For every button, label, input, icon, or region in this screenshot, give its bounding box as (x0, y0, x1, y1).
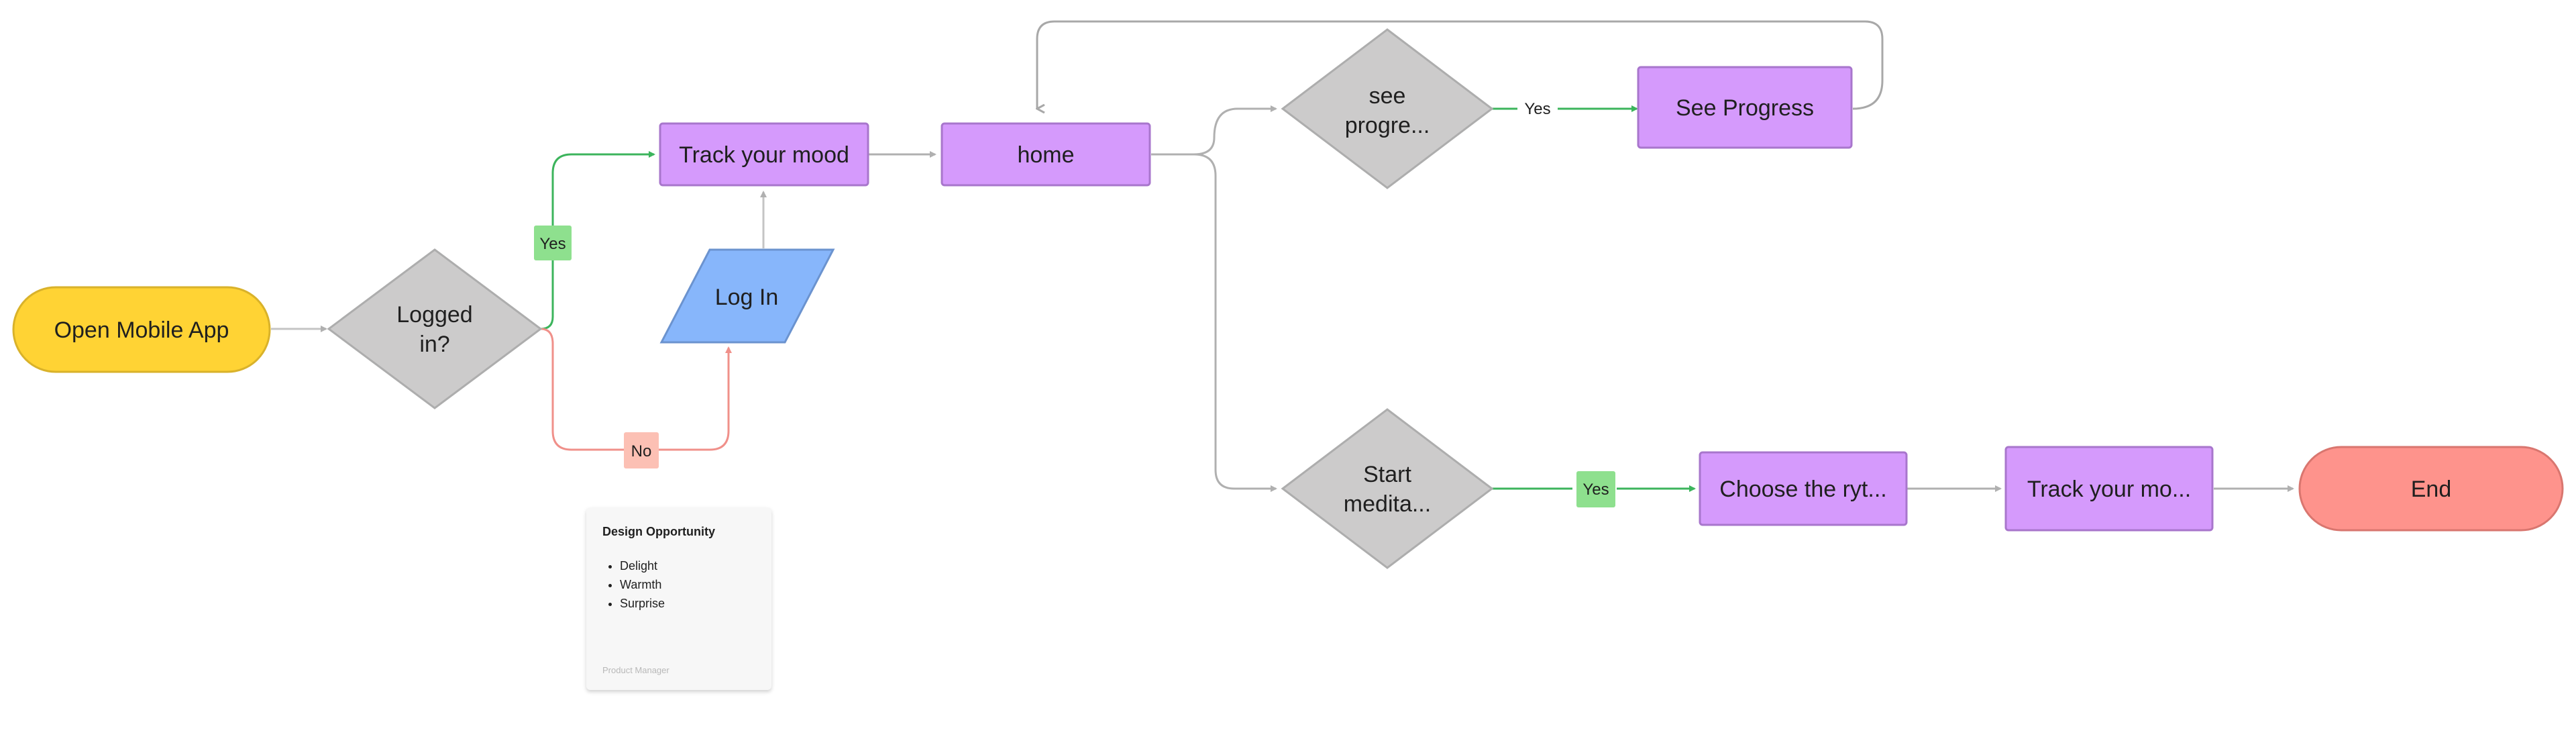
node-track-your-mood[interactable]: Track your mood (659, 122, 869, 187)
node-label: Choose the ryt... (1719, 477, 1886, 502)
node-see-progress[interactable]: See Progress (1637, 66, 1853, 149)
note-item: Delight (620, 556, 755, 575)
edge-label-meditation-yes: Yes (1576, 471, 1615, 507)
node-track-your-mood-2[interactable]: Track your mo... (2004, 446, 2214, 532)
node-label-line1: Start (1363, 462, 1411, 487)
node-logged-in-decision[interactable]: Logged in? (327, 248, 543, 409)
edge-label-text: Yes (539, 235, 566, 253)
note-title: Design Opportunity (602, 525, 715, 538)
node-label-line1: see (1369, 83, 1406, 109)
edge-logged-no (540, 328, 732, 451)
edge-label-logged-yes: Yes (534, 226, 572, 260)
note-footer: Product Manager (602, 665, 669, 675)
edge-home-to-progress-q (1151, 105, 1277, 156)
node-label: End (2411, 477, 2452, 502)
design-opportunity-note[interactable]: Design Opportunity Delight Warmth Surpri… (586, 507, 771, 690)
edge-logged-yes (540, 151, 655, 330)
node-end[interactable]: End (2298, 446, 2564, 532)
node-label: Track your mood (679, 142, 849, 168)
node-see-progress-decision[interactable]: see progre... (1281, 28, 1494, 189)
node-choose-rhythm[interactable]: Choose the ryt... (1699, 451, 1908, 526)
note-item: Warmth (620, 575, 755, 594)
node-label: Open Mobile App (54, 317, 229, 343)
node-start-meditation-decision[interactable]: Start medita... (1281, 408, 1494, 569)
node-log-in[interactable]: Log In (659, 248, 835, 344)
node-label: Track your mo... (2027, 477, 2191, 502)
edge-label-text: No (631, 442, 652, 460)
node-label: Log In (715, 285, 779, 310)
note-list: Delight Warmth Surprise (602, 556, 755, 613)
edge-home-to-meditation-q (1151, 153, 1277, 492)
node-label: home (1017, 142, 1074, 168)
edge-progress-loop (1037, 20, 1884, 109)
edge-label-logged-no: No (624, 432, 659, 468)
node-open-mobile-app[interactable]: Open Mobile App (12, 286, 271, 373)
edge-label-text: Yes (1582, 481, 1609, 499)
node-home[interactable]: home (941, 122, 1151, 187)
node-label-line1: Logged (396, 302, 472, 328)
node-label-line2: progre... (1345, 113, 1430, 138)
node-label-line2: in? (419, 332, 449, 357)
node-label: See Progress (1676, 95, 1814, 121)
note-item: Surprise (620, 594, 755, 613)
edges (271, 20, 2294, 492)
edge-label-progress-yes: Yes (1524, 100, 1550, 118)
edge-label-text: Yes (1524, 100, 1550, 118)
node-label-line2: medita... (1344, 491, 1431, 517)
